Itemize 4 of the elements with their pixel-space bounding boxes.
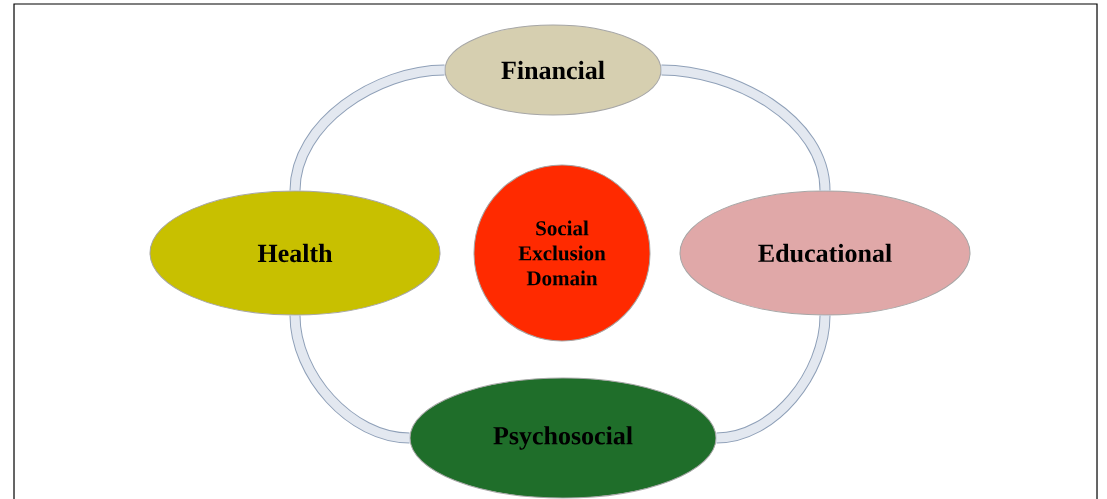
ring-connector [289, 315, 410, 444]
ring-connector [289, 64, 445, 192]
ring-connector [661, 64, 831, 192]
ring-connector [716, 315, 831, 444]
